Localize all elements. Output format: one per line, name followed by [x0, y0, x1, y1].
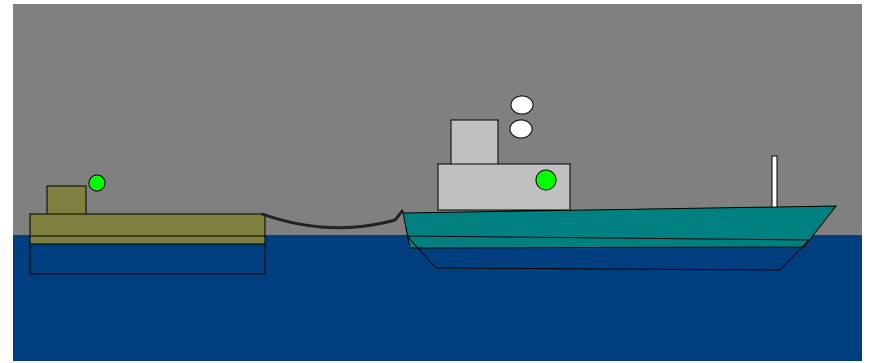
water [13, 235, 862, 361]
tug-funnel-block [451, 120, 498, 164]
barge-deck-hull [30, 214, 265, 244]
barge-cabin [47, 186, 86, 214]
smoke-puff-upper [511, 96, 533, 114]
tug-hull [403, 206, 836, 248]
tug-navigation-light [536, 170, 556, 190]
barge-navigation-light [89, 175, 105, 191]
smoke-puff-lower [510, 120, 532, 138]
tug-mast [772, 156, 777, 210]
